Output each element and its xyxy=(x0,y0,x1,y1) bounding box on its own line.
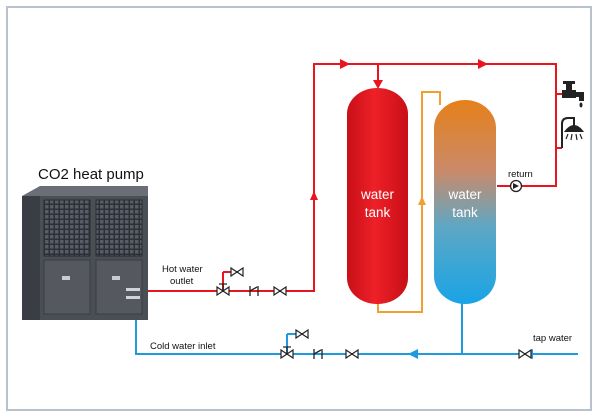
valve-icon xyxy=(295,328,309,340)
pump-icon xyxy=(509,179,523,193)
tank-hot-label-line1: water xyxy=(360,187,394,202)
tank-hot-label-line2: tank xyxy=(364,205,391,221)
valve-icon xyxy=(216,283,230,297)
faucet-icon xyxy=(562,81,584,108)
tap-water-label: tap water xyxy=(533,333,573,344)
diagram-title: CO2 heat pump xyxy=(38,166,144,183)
water-tank-mixed xyxy=(434,100,496,304)
flow-arrow-icon xyxy=(310,191,318,200)
valve-icon xyxy=(345,348,359,360)
shower-icon xyxy=(561,117,585,148)
check-valve-icon xyxy=(313,349,323,359)
valve-icon xyxy=(273,285,287,297)
tank-mixed-label-line2: tank xyxy=(452,205,478,221)
flow-arrow-icon xyxy=(478,59,488,69)
return-label: return xyxy=(508,169,533,180)
hot-water-outlet-label-line1: Hot water xyxy=(162,264,203,275)
hot-water-outlet-label-line2: outlet xyxy=(170,276,194,287)
water-tank-hot xyxy=(347,88,408,304)
tank-hot-label: water tank xyxy=(347,186,408,222)
flow-arrow-icon xyxy=(373,80,383,89)
tank-mixed-label: water tank xyxy=(434,186,496,222)
check-valve-icon xyxy=(249,286,259,296)
valve-icon xyxy=(280,346,294,360)
flow-arrow-icon xyxy=(408,349,418,359)
tank-mixed-label-line1: water xyxy=(448,187,482,202)
valve-icon xyxy=(230,266,244,278)
flow-arrow-icon xyxy=(418,196,426,205)
heat-pump-unit xyxy=(22,186,148,320)
diagram-border xyxy=(6,6,592,411)
valve-icon xyxy=(518,348,532,360)
flow-arrow-icon xyxy=(340,59,350,69)
cold-water-inlet-label: Cold water inlet xyxy=(150,341,216,352)
